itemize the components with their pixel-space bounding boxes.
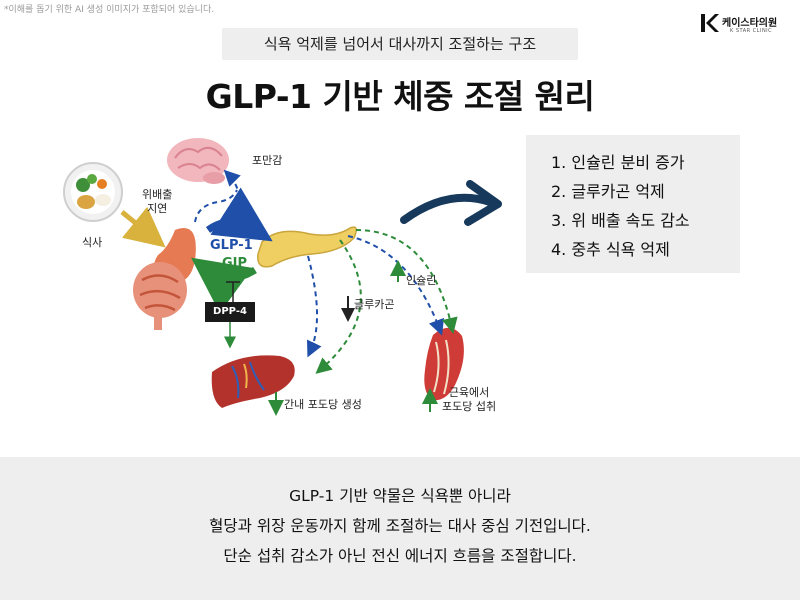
brain-icon [167, 138, 229, 184]
clinic-logo: 케이스타의원 K STAR CLINIC [700, 12, 796, 38]
effect-item: 4. 중추 식욕 억제 [551, 235, 740, 264]
k-star-logo-icon [700, 12, 720, 34]
glucagon-label: 글루카곤 [354, 296, 394, 312]
meal-label: 식사 [82, 234, 102, 250]
stomach-intestine-icon [133, 228, 196, 330]
glp1-mechanism-diagram: 포만감 위배출 지연 식사 GLP-1 GIP DPP-4 글루카곤 인슐린 간… [50, 130, 520, 440]
footer-line: 혈당과 위장 운동까지 함께 조절하는 대사 중심 기전입니다. [0, 511, 800, 541]
effects-panel: 1. 인슐린 분비 증가 2. 글루카곤 억제 3. 위 배출 속도 감소 4.… [526, 135, 740, 273]
dpp4-badge: DPP-4 [205, 302, 255, 322]
meal-plate-icon [64, 163, 122, 221]
satiety-label: 포만감 [252, 152, 282, 168]
glp1-label: GLP-1 [210, 238, 253, 253]
effect-item: 2. 글루카곤 억제 [551, 177, 740, 206]
gastric-delay-label: 위배출 지연 [142, 188, 172, 216]
ai-image-notice: *이해를 돕기 위한 AI 생성 이미지가 포함되어 있습니다. [4, 2, 214, 15]
liver-icon [212, 355, 295, 408]
pancreas-icon [258, 227, 356, 267]
muscle-uptake-label: 근육에서 포도당 섭취 [442, 386, 496, 414]
footer-summary: GLP-1 기반 약물은 식욕뿐 아니라 혈당과 위장 운동까지 함께 조절하는… [0, 457, 800, 600]
logo-subtitle: K STAR CLINIC [730, 28, 772, 34]
gip-label: GIP [222, 256, 247, 271]
subtitle: 식욕 억제를 넘어서 대사까지 조절하는 구조 [222, 28, 578, 60]
big-right-arrow-icon [398, 180, 508, 240]
footer-line: 단순 섭취 감소가 아닌 전신 에너지 흐름을 조절합니다. [0, 541, 800, 571]
logo-name: 케이스타의원 [722, 14, 777, 29]
effects-list: 1. 인슐린 분비 증가 2. 글루카곤 억제 3. 위 배출 속도 감소 4.… [551, 148, 740, 264]
liver-glucose-label: 간내 포도당 생성 [284, 396, 362, 412]
insulin-label: 인슐린 [406, 272, 436, 288]
effect-item: 3. 위 배출 속도 감소 [551, 206, 740, 235]
footer-line: GLP-1 기반 약물은 식욕뿐 아니라 [0, 481, 800, 511]
effect-item: 1. 인슐린 분비 증가 [551, 148, 740, 177]
page-title: GLP-1 기반 체중 조절 원리 [0, 70, 800, 118]
